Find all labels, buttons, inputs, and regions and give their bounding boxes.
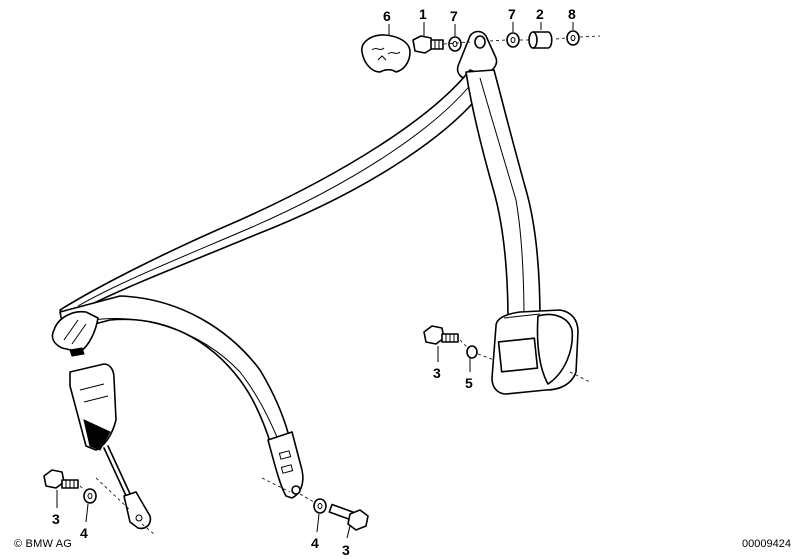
callout-labels: 6 1 7 7 2 8 3 5 3 4 4 3 xyxy=(52,6,576,558)
washer-part-5 xyxy=(466,345,478,359)
callout-6: 6 xyxy=(383,8,391,24)
bolt-part-1 xyxy=(412,35,444,54)
cover-cap-part-6 xyxy=(361,34,411,73)
vertical-belt-webbing xyxy=(465,69,541,323)
upper-mounting-hardware xyxy=(361,30,601,80)
shoulder-belt-webbing xyxy=(59,69,493,319)
callout-leaders xyxy=(56,22,574,539)
washer-part-4a xyxy=(83,488,97,504)
seat-belt-buckle xyxy=(69,363,155,535)
buckle-cable xyxy=(103,447,129,501)
lower-left-bolt-part-3 xyxy=(43,469,79,489)
callout-2: 2 xyxy=(536,6,544,22)
spacer-part-2 xyxy=(528,31,553,49)
washer-part-7a xyxy=(448,36,462,52)
callout-3: 3 xyxy=(52,511,60,527)
callout-3: 3 xyxy=(433,365,441,381)
belt-retractor xyxy=(491,309,591,395)
buckle-end-fitting xyxy=(123,491,152,530)
lower-anchor-plate xyxy=(261,431,304,499)
callout-3: 3 xyxy=(342,542,350,558)
callout-7: 7 xyxy=(508,6,516,22)
nut-part-8 xyxy=(566,30,580,46)
retractor-bolt-part-3 xyxy=(423,325,459,345)
copyright-notice: © BMW AG xyxy=(14,538,72,550)
callout-4: 4 xyxy=(311,535,319,551)
washer-part-7b xyxy=(506,32,520,48)
callout-8: 8 xyxy=(568,6,576,22)
callout-1: 1 xyxy=(419,6,427,22)
latch-plate xyxy=(51,310,99,357)
upper-anchor-bracket xyxy=(456,30,498,80)
callout-5: 5 xyxy=(465,375,473,391)
callout-7: 7 xyxy=(450,8,458,24)
washer-part-4b xyxy=(313,498,327,514)
image-number: 00009424 xyxy=(742,538,791,550)
lower-right-bolt-part-3 xyxy=(328,503,369,531)
callout-4: 4 xyxy=(80,525,88,541)
